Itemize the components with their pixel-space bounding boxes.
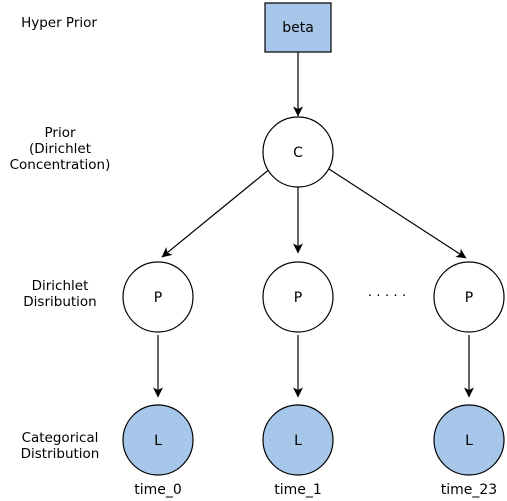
p-node-1 bbox=[262, 261, 334, 333]
l-node-2 bbox=[433, 404, 505, 476]
beta-node bbox=[264, 2, 332, 53]
beta-node-label: beta bbox=[282, 20, 314, 36]
p-node-2 bbox=[433, 261, 505, 333]
c-node-label: C bbox=[293, 145, 303, 161]
time-label-1: time_1 bbox=[274, 482, 322, 498]
time-label-0: time_0 bbox=[134, 482, 182, 498]
row-label-categorical-1: Categorical bbox=[22, 430, 99, 446]
time-label-2: time_23 bbox=[441, 482, 497, 498]
p-node-0 bbox=[122, 261, 194, 333]
row-label-dirichlet-2: Disribution bbox=[23, 294, 96, 310]
l-node-0 bbox=[122, 404, 194, 476]
row-label-prior-2: (Dirichlet bbox=[29, 141, 91, 157]
ellipsis: . . . . . bbox=[368, 284, 407, 300]
p-node-1-label: P bbox=[294, 290, 302, 306]
row-label-prior-1: Prior bbox=[44, 125, 75, 141]
p-node-2-label: P bbox=[465, 290, 473, 306]
l-node-1 bbox=[262, 404, 334, 476]
edge-c-p2 bbox=[328, 168, 467, 259]
l-node-1-label: L bbox=[294, 433, 302, 449]
p-node-0-label: P bbox=[154, 290, 162, 306]
c-node bbox=[262, 116, 334, 188]
l-node-0-label: L bbox=[154, 433, 162, 449]
row-label-prior-3: Concentration) bbox=[10, 157, 111, 173]
row-label-categorical-2: Distribution bbox=[21, 446, 100, 462]
l-node-2-label: L bbox=[465, 433, 473, 449]
row-label-hyper-prior: Hyper Prior bbox=[21, 15, 97, 31]
row-label-dirichlet-1: Dirichlet bbox=[32, 278, 89, 294]
edge-c-p0 bbox=[161, 167, 272, 258]
